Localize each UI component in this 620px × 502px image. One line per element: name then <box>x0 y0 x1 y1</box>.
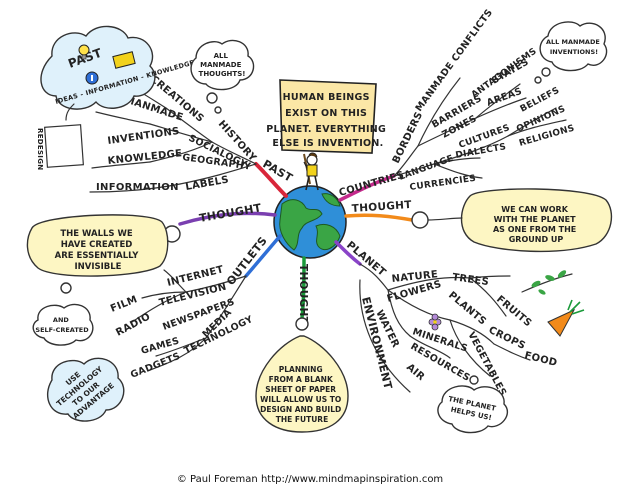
bubble-walls-line-4: INVISIBLE <box>74 262 121 272</box>
label-states: STATES <box>490 57 531 87</box>
bubble-walls-line-3: ARE ESSENTIALLY <box>55 251 140 261</box>
bubble-manmade-thoughts-line-2: MANMADE <box>200 61 241 69</box>
label-food: FOOD <box>523 350 558 369</box>
bubble-self-created-line-2: SELF-CREATED <box>35 326 89 334</box>
central-earth <box>273 185 347 259</box>
sign-line-3: PLANET. EVERYTHING <box>266 124 386 135</box>
label-gadgets: GADGETS <box>129 351 182 381</box>
bubble-manmade-thoughts-line-3: THOUGHTS! <box>199 70 246 78</box>
label-borders: BORDERS <box>391 110 425 165</box>
label-information: INFORMATION <box>96 182 179 193</box>
label-manmade-conflicts: MANMADE CONFLICTS <box>414 7 496 114</box>
sign-line-1: HUMAN BEINGS <box>283 92 370 103</box>
book-icon <box>112 51 136 69</box>
credit-line: © Paul Foreman http://www.mindmapinspira… <box>176 474 444 485</box>
svg-text:ALL MANMADE THOUGH: ALL MANMADE THOUGHTS! <box>199 52 246 78</box>
svg-text:WE CAN WORK WITH THE PLA: WE CAN WORK WITH THE PLANET AS ONE FROM … <box>493 205 579 244</box>
redesign-label: REDESIGN <box>36 128 44 170</box>
branch-past: PAST <box>261 157 296 184</box>
lightbulb-icon <box>78 44 90 60</box>
thought-left-group: THOUGHT THE WALLS WE HAVE CREATED ARE ES… <box>26 201 263 346</box>
bubble-work-with-planet-line-1: WE CAN WORK <box>501 205 568 214</box>
svg-text:THE WALLS WE HAVE CREATE: THE WALLS WE HAVE CREATED ARE ESSENTIALL… <box>55 229 142 272</box>
thought-bottom-group: THOUGHT PLANNING FROM A BLANK SHEET OF P… <box>255 264 349 433</box>
label-crops: CROPS <box>487 325 527 352</box>
label-air: AIR <box>404 362 426 383</box>
flower-icon <box>428 313 442 331</box>
past-subbranches <box>89 83 257 193</box>
info-icon <box>85 71 99 85</box>
svg-text:PLANNING FROM A BLANK: PLANNING FROM A BLANK SHEET OF PAPER WIL… <box>260 365 344 424</box>
svg-text:ALL MANMADE INVENTIONS!: ALL MANMADE INVENTIONS! <box>546 38 602 56</box>
bubble-work-with-planet-line-3: AS ONE FROM THE <box>493 225 576 234</box>
bubble-manmade-inventions: ALL MANMADE INVENTIONS! <box>534 21 608 84</box>
branch-thought-left: THOUGHT <box>198 201 262 225</box>
branch-thought-right: THOUGHT <box>351 199 412 215</box>
bubble-work-with-planet-line-4: GROUND UP <box>509 235 564 244</box>
countries-subbranches <box>393 77 567 179</box>
bubble-planning-line-5: DESIGN AND BUILD <box>260 405 341 414</box>
bubble-planning-line-1: PLANNING <box>279 365 323 374</box>
branch-planet: PLANET <box>344 239 388 279</box>
bubble-manmade-thoughts: ALL MANMADE THOUGHTS! <box>190 39 255 114</box>
planet-subbranches <box>359 263 531 393</box>
branch-outlets: OUTLETS <box>224 234 270 288</box>
sign-line-2: EXIST ON THIS <box>285 108 367 119</box>
label-fruits: FRUITS <box>494 294 533 330</box>
carrot-icon <box>547 299 585 337</box>
bubble-planet-helps: THE PLANET HELPS US! <box>437 375 509 434</box>
central-sign: HUMAN BEINGS EXIST ON THIS PLANET. EVERY… <box>266 79 390 154</box>
label-inventions: INVENTIONS <box>107 126 180 147</box>
blank-paper <box>44 124 84 168</box>
bubble-work-with-planet-line-2: WITH THE PLANET <box>494 215 576 224</box>
bubble-manmade-inventions-line-1: ALL MANMADE <box>546 38 600 46</box>
person-figure <box>303 152 319 191</box>
outlets-subbranches <box>131 269 247 371</box>
bubble-planning-line-3: SHEET OF PAPER <box>265 385 336 394</box>
label-film: FILM <box>109 294 139 315</box>
svg-text:HUMAN BEINGS EXIST ON TH: HUMAN BEINGS EXIST ON THIS PLANET. EVERY… <box>266 92 390 149</box>
main-branches <box>178 162 414 320</box>
leafy-branch-icon <box>521 270 573 295</box>
label-labels: LABELS <box>185 174 230 192</box>
svg-text:AND SELF-CREATED: AND SELF-CREATED <box>35 316 89 334</box>
branch-countries: COUNTRIES <box>338 170 406 199</box>
bubble-self-created-line-1: AND <box>53 316 69 324</box>
bubble-walls-line-1: THE WALLS WE <box>60 229 133 239</box>
branch-thought-bottom: THOUGHT <box>297 264 309 325</box>
bubble-manmade-thoughts-line-1: ALL <box>214 52 229 60</box>
label-knowledge: KNOWLEDGE <box>107 148 183 167</box>
label-radio: RADIO <box>114 311 152 338</box>
bubble-manmade-inventions-line-2: INVENTIONS! <box>550 48 598 56</box>
bubble-use-technology: USE TECHNOLOGY TO OUR ADVANTAGE <box>47 357 125 422</box>
bubble-planning-line-6: THE FUTURE <box>276 415 328 424</box>
bubble-planning-line-2: FROM A BLANK <box>269 375 334 384</box>
bubble-planning-line-4: WILL ALLOW US TO <box>260 395 341 404</box>
label-trees: TREES <box>452 272 490 288</box>
past-cloud: PAST IDEAS - INFORMATION - KNOWLEDGE RED… <box>36 25 195 170</box>
label-nature: NATURE <box>391 269 439 285</box>
planet-labels: PLANET NATURE TREES FRUITS FLOWERS PLANT… <box>344 239 558 398</box>
sign-line-4: ELSE IS INVENTION. <box>272 138 383 149</box>
bubble-walls-line-2: HAVE CREATED <box>61 240 133 250</box>
label-plants: PLANTS <box>446 290 488 328</box>
label-currencies: CURRENCIES <box>409 174 477 193</box>
thought-right-group: THOUGHT WE CAN WORK WITH THE PLANET AS O… <box>351 188 613 253</box>
